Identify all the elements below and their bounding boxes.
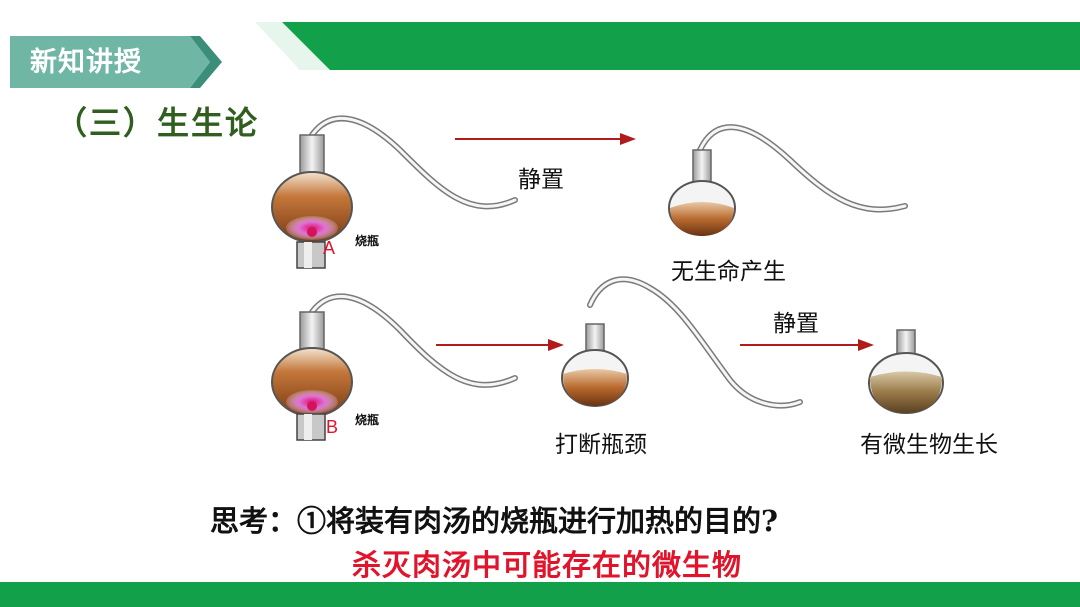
flask-b-letter: B — [326, 417, 339, 437]
flask-a-label: 烧瓶 — [355, 234, 380, 248]
step-b-label: 打断瓶颈 — [555, 432, 647, 458]
arrow-b-label: 静置 — [773, 311, 819, 337]
answer-text: 杀灭肉汤中可能存在的微生物 — [352, 548, 743, 582]
header-band — [0, 22, 1080, 88]
result-a-label: 无生命产生 — [671, 259, 786, 285]
flask-a-letter: A — [323, 238, 336, 258]
flask-b-label: 烧瓶 — [355, 413, 380, 427]
arrow-b-break — [436, 339, 564, 351]
header-badge-edge — [190, 36, 222, 88]
header-badge-label: 新知讲授 — [30, 47, 142, 78]
arrow-a-label: 静置 — [518, 167, 564, 193]
header-badge-shape — [10, 36, 210, 88]
top-margin — [0, 0, 1080, 20]
result-b-label: 有微生物生长 — [860, 432, 998, 458]
section-title: （三）生生论 — [55, 104, 260, 142]
bottom-bar — [0, 582, 1080, 607]
flask-b-heated — [271, 293, 518, 441]
flask-b-result — [868, 329, 944, 414]
flask-a-heated — [271, 115, 518, 269]
flask-a-result — [668, 124, 908, 236]
arrow-a-rest — [455, 133, 636, 145]
flask-b-broken-neck — [561, 276, 803, 409]
arrow-b-rest — [740, 339, 874, 351]
header-divider — [250, 22, 330, 70]
question-text: 思考：①将装有肉汤的烧瓶进行加热的目的? — [210, 504, 778, 538]
